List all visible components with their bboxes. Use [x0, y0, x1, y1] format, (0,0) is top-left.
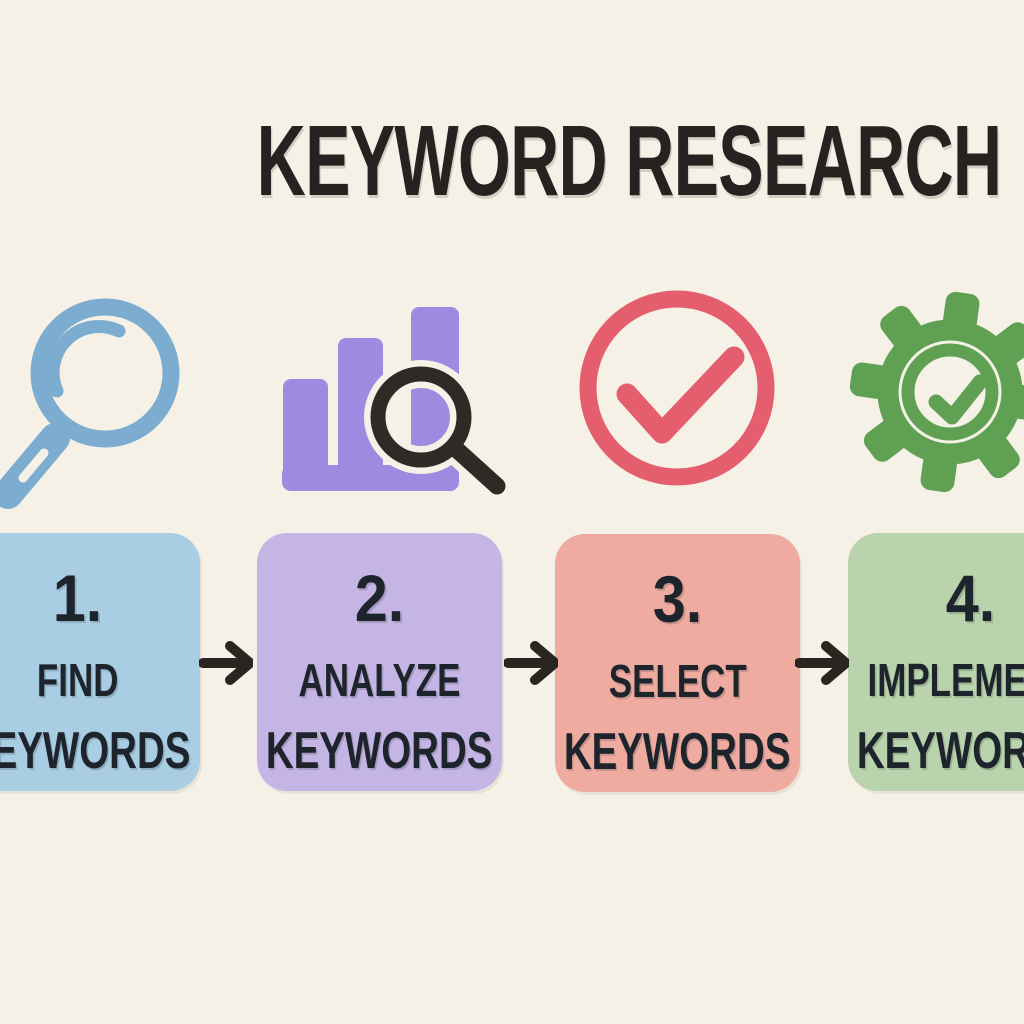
step-object: KEYWORDS	[0, 722, 191, 780]
arrow-right-icon	[199, 641, 253, 685]
step-object: KEYWORDS	[564, 723, 791, 781]
arrow-right-icon	[504, 641, 558, 685]
step-action: SELECT	[608, 655, 747, 707]
step-number: 2.	[354, 561, 405, 635]
page-title-text: KEYWORD RESEARCH PROCESS	[256, 105, 1024, 217]
step-number: 3.	[652, 562, 703, 636]
arrow-right-icon	[795, 641, 849, 685]
step-number: 1.	[52, 561, 103, 635]
step-box-implement: 4. IMPLEMENT KEYWORDS	[848, 533, 1024, 791]
step-box-select: 3. SELECT KEYWORDS	[555, 534, 800, 792]
step-object: KEYWORDS	[266, 722, 493, 780]
magnifying-glass-icon	[0, 298, 180, 509]
step-action: IMPLEMENT	[867, 654, 1024, 706]
step-number: 4.	[945, 561, 996, 635]
gear-check-icon	[849, 291, 1024, 493]
step-object: KEYWORDS	[857, 722, 1024, 780]
check-circle-icon	[579, 290, 775, 486]
page-title: KEYWORD RESEARCH PROCESS	[0, 106, 1024, 216]
step-box-find: 1. FIND KEYWORDS	[0, 533, 200, 791]
step-action: ANALYZE	[298, 654, 461, 706]
step-box-analyze: 2. ANALYZE KEYWORDS	[257, 533, 502, 791]
bar-chart-magnifier-icon	[282, 307, 514, 503]
step-action: FIND	[36, 654, 119, 706]
